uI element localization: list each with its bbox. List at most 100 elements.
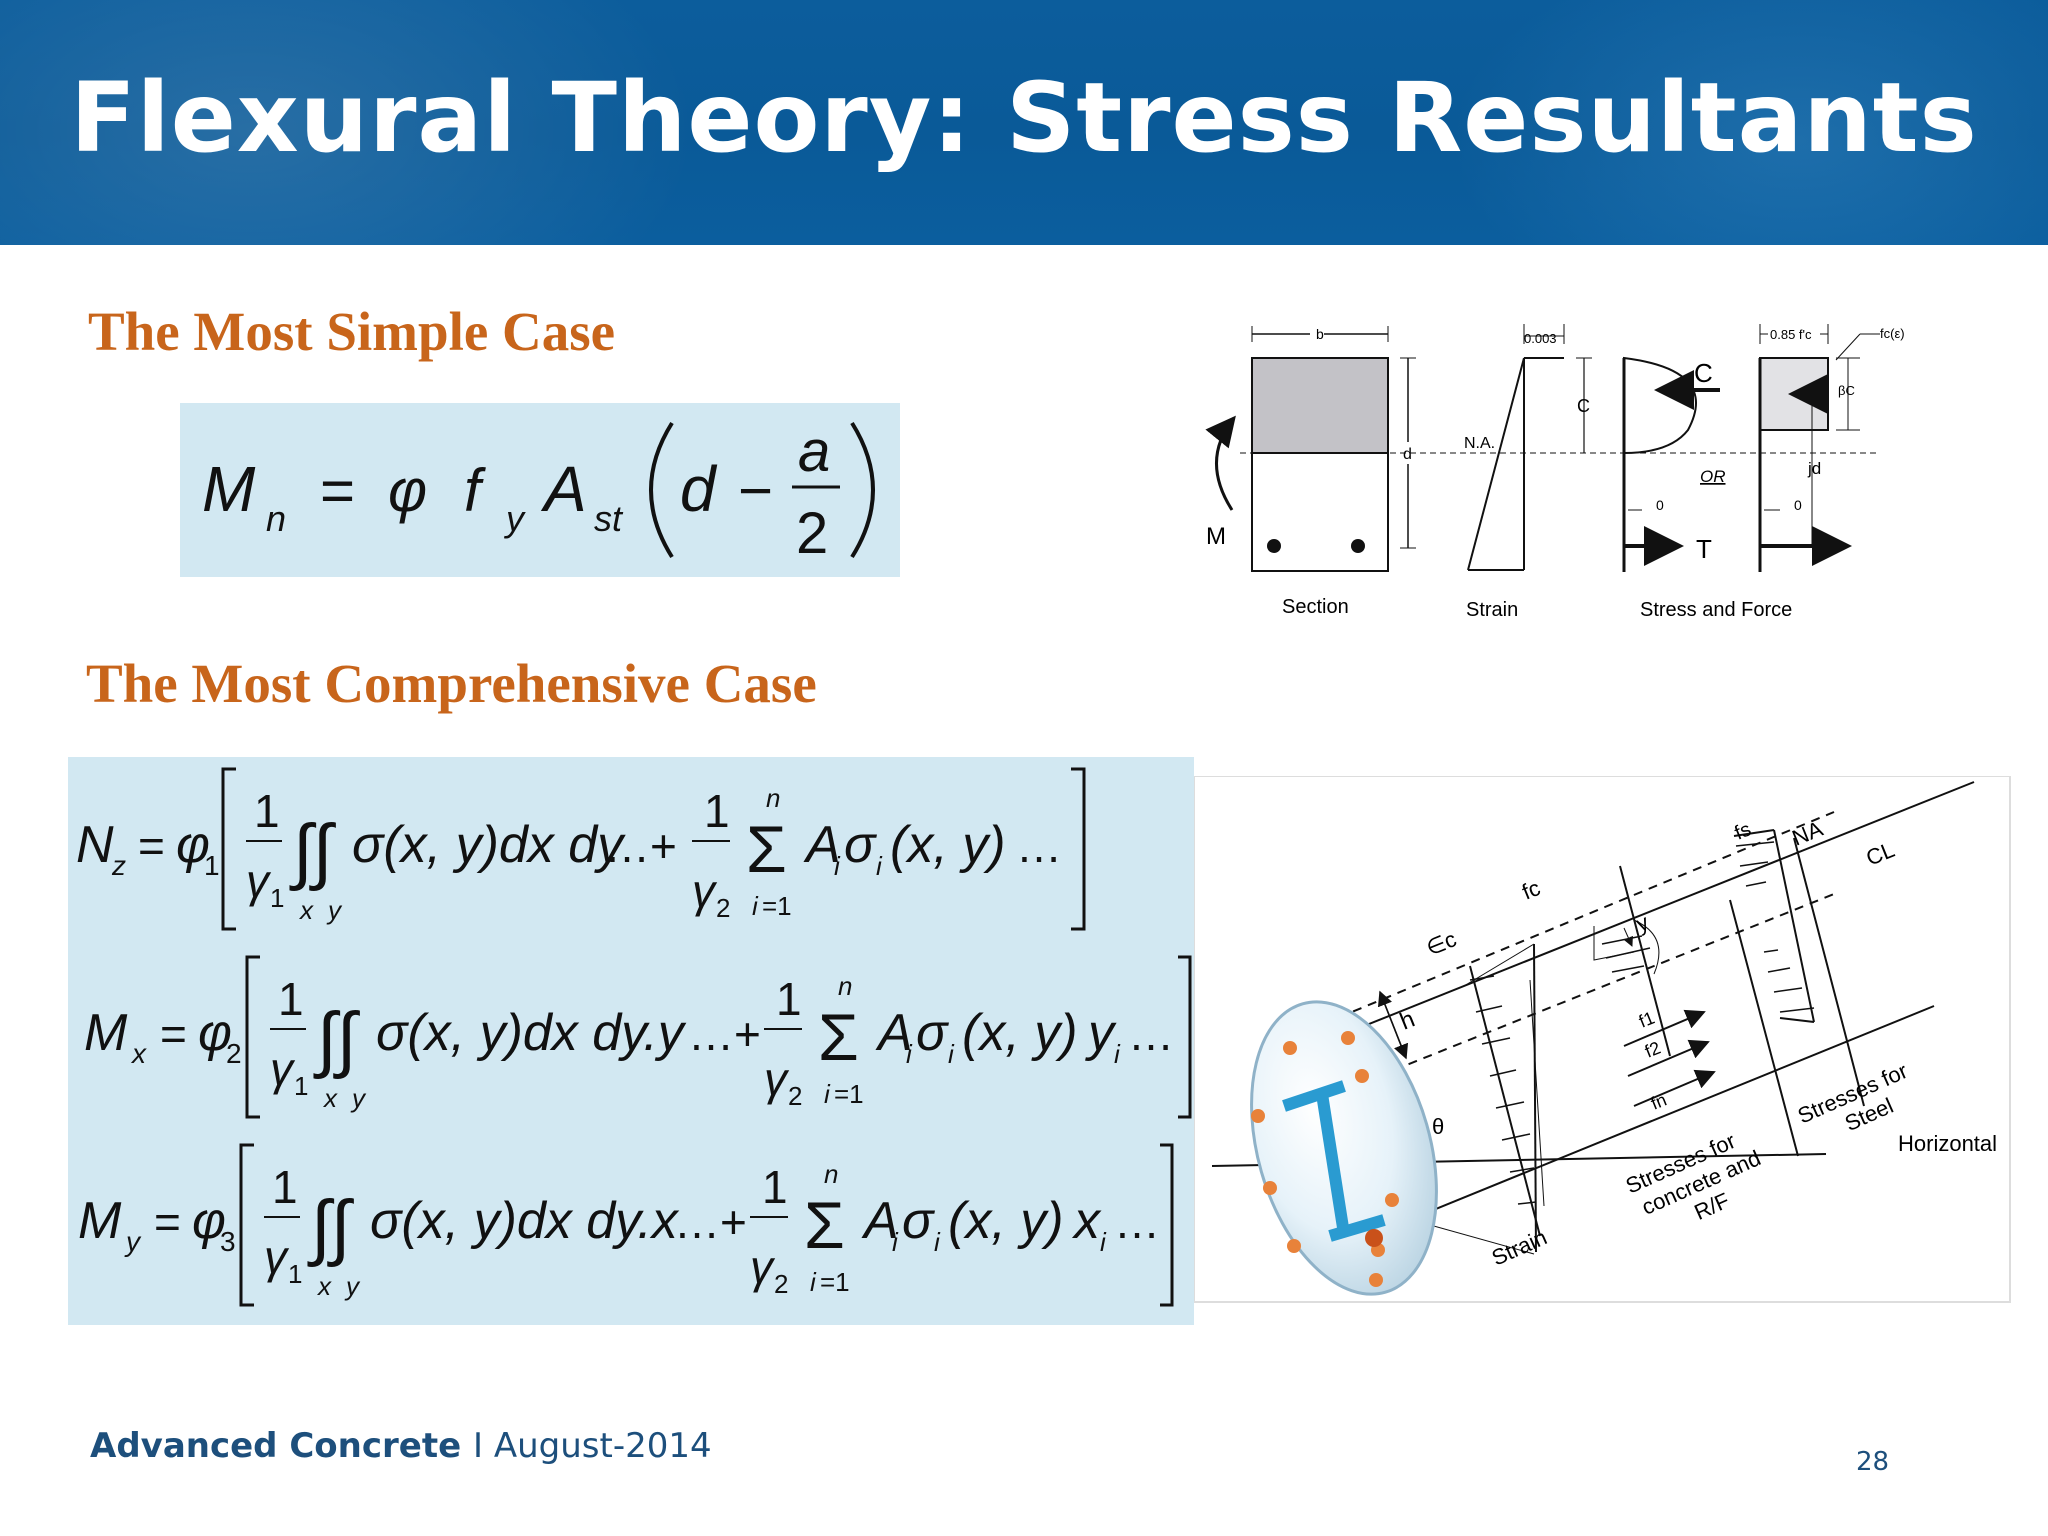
m-label: M — [1206, 523, 1226, 550]
svg-text:M: M — [78, 1192, 122, 1250]
c-depth-label: C — [1577, 396, 1590, 416]
svg-text:x: x — [130, 1038, 147, 1069]
svg-text:i: i — [1114, 1039, 1121, 1069]
svg-text:a: a — [798, 419, 830, 484]
svg-text:…+: …+ — [688, 1008, 761, 1060]
svg-text:1: 1 — [704, 785, 730, 837]
svg-text:=: = — [154, 1196, 181, 1248]
d-label: d — [1403, 446, 1412, 463]
svg-text:(x, y): (x, y) — [890, 816, 1006, 874]
svg-text:1: 1 — [278, 973, 304, 1025]
svg-text:x: x — [1071, 1192, 1102, 1250]
fn-label: fn — [1648, 1090, 1669, 1114]
na-label: N.A. — [1464, 435, 1495, 452]
svg-text:i: i — [834, 851, 841, 881]
svg-text:y: y — [344, 1271, 361, 1301]
svg-text:y: y — [124, 1226, 142, 1257]
svg-text:M: M — [202, 453, 256, 525]
svg-text:i: i — [906, 1039, 913, 1069]
svg-text:st: st — [594, 498, 624, 539]
svg-text:γ: γ — [764, 1053, 790, 1105]
svg-text:1: 1 — [272, 1161, 298, 1213]
svg-text:∫∫: ∫∫ — [307, 1187, 355, 1267]
svg-text:A: A — [861, 1192, 899, 1250]
svg-text:σ: σ — [844, 816, 877, 874]
svg-text:2: 2 — [716, 893, 730, 923]
title-banner: Flexural Theory: Stress Resultants — [0, 0, 2048, 245]
svg-text:2: 2 — [788, 1081, 802, 1111]
jd-label: jd — [1807, 459, 1821, 478]
svg-text:2: 2 — [796, 501, 828, 566]
svg-text:1: 1 — [762, 1161, 788, 1213]
svg-text:1: 1 — [204, 850, 220, 881]
fc-label: 0.85 f'c — [1770, 327, 1812, 342]
svg-text:Σ: Σ — [818, 1000, 859, 1074]
svg-text:n: n — [824, 1159, 838, 1189]
horizontal-label: Horizontal — [1898, 1131, 1997, 1156]
reinforcing-bars — [1251, 1031, 1399, 1287]
f1-label: f1 — [1636, 1008, 1657, 1032]
svg-text:y: y — [503, 498, 526, 539]
svg-text:f: f — [464, 457, 486, 524]
svg-text:n: n — [766, 783, 780, 813]
section-strain-stress-diagram: b d M 0.003 C N.A. C T 0 OR 0 jd 0.85 f'… — [1205, 324, 1905, 621]
moment-y-equation: M y = φ 3 1 γ 1 ∫∫ x y σ(x, y)dx dy.x …+… — [78, 1143, 1174, 1307]
svg-text:=: = — [320, 457, 355, 524]
biaxial-column-diagram: fs NA CL fc ∈c y h θ f1 f2 fn Stresses f… — [1194, 776, 2011, 1303]
svg-text:i: i — [1100, 1227, 1107, 1257]
svg-text:γ: γ — [246, 855, 272, 907]
column-section-cap — [1250, 1000, 1438, 1296]
svg-text:2: 2 — [774, 1269, 788, 1299]
svg-text:=1: =1 — [834, 1079, 864, 1109]
rebar — [1351, 539, 1365, 553]
svg-text:y: y — [1085, 1004, 1117, 1062]
comprehensive-case-heading: The Most Comprehensive Case — [86, 653, 817, 714]
caption-section: Section — [1282, 596, 1349, 618]
axial-force-equation: N z = φ 1 1 γ 1 ∫∫ x y σ(x, y)dx dy …+ 1… — [76, 767, 1086, 931]
slide-title: Flexural Theory: Stress Resultants — [70, 62, 1978, 174]
caption-strain: Strain — [1466, 599, 1518, 621]
footer-date: I August-2014 — [473, 1426, 712, 1466]
svg-text:φ: φ — [192, 1192, 226, 1250]
b-label: b — [1316, 326, 1324, 342]
svg-text:γ: γ — [692, 865, 718, 917]
svg-text:x: x — [322, 1083, 338, 1113]
svg-text:d: d — [680, 453, 718, 525]
simple-moment-equation: M n = φ f y A st d − a 2 — [202, 419, 875, 566]
svg-text:3: 3 — [220, 1226, 236, 1257]
svg-text:1: 1 — [270, 883, 284, 913]
svg-text:…+: …+ — [604, 820, 677, 872]
svg-text:i: i — [948, 1039, 955, 1069]
svg-text:γ: γ — [264, 1231, 290, 1283]
svg-text:γ: γ — [270, 1043, 296, 1095]
svg-text:=: = — [138, 820, 165, 872]
svg-text:z: z — [111, 850, 126, 881]
svg-text:A: A — [540, 453, 587, 525]
svg-text:i: i — [752, 891, 759, 921]
svg-text:1: 1 — [776, 973, 802, 1025]
simple-equation-box: M n = φ f y A st d − a 2 — [180, 403, 900, 577]
svg-text:γ: γ — [750, 1241, 776, 1293]
svg-text:N: N — [76, 816, 114, 874]
zero-label: 0 — [1656, 497, 1664, 513]
f2-label: f2 — [1642, 1038, 1663, 1062]
compression-zone — [1251, 357, 1389, 454]
svg-text:−: − — [738, 457, 773, 524]
svg-text:=1: =1 — [762, 891, 792, 921]
caption-stress-force: Stress and Force — [1640, 599, 1792, 621]
svg-text:φ: φ — [388, 457, 427, 524]
svg-text:=: = — [160, 1008, 187, 1060]
svg-text:Σ: Σ — [804, 1188, 845, 1262]
parabolic-stress — [1623, 356, 1697, 455]
svg-text:n: n — [266, 498, 286, 539]
svg-text:σ: σ — [916, 1004, 949, 1062]
svg-text:σ(x, y)dx dy: σ(x, y)dx dy — [352, 816, 626, 874]
svg-text:σ(x, y)dx dy.y: σ(x, y)dx dy.y — [376, 1004, 687, 1062]
svg-text:Σ: Σ — [746, 812, 787, 886]
svg-text:i: i — [824, 1079, 831, 1109]
svg-text:A: A — [803, 816, 841, 874]
steel-ibeam-icon — [1282, 1080, 1386, 1242]
or-label: OR — [1700, 467, 1726, 486]
svg-text:∫∫: ∫∫ — [313, 999, 361, 1079]
svg-text:i: i — [810, 1267, 817, 1297]
